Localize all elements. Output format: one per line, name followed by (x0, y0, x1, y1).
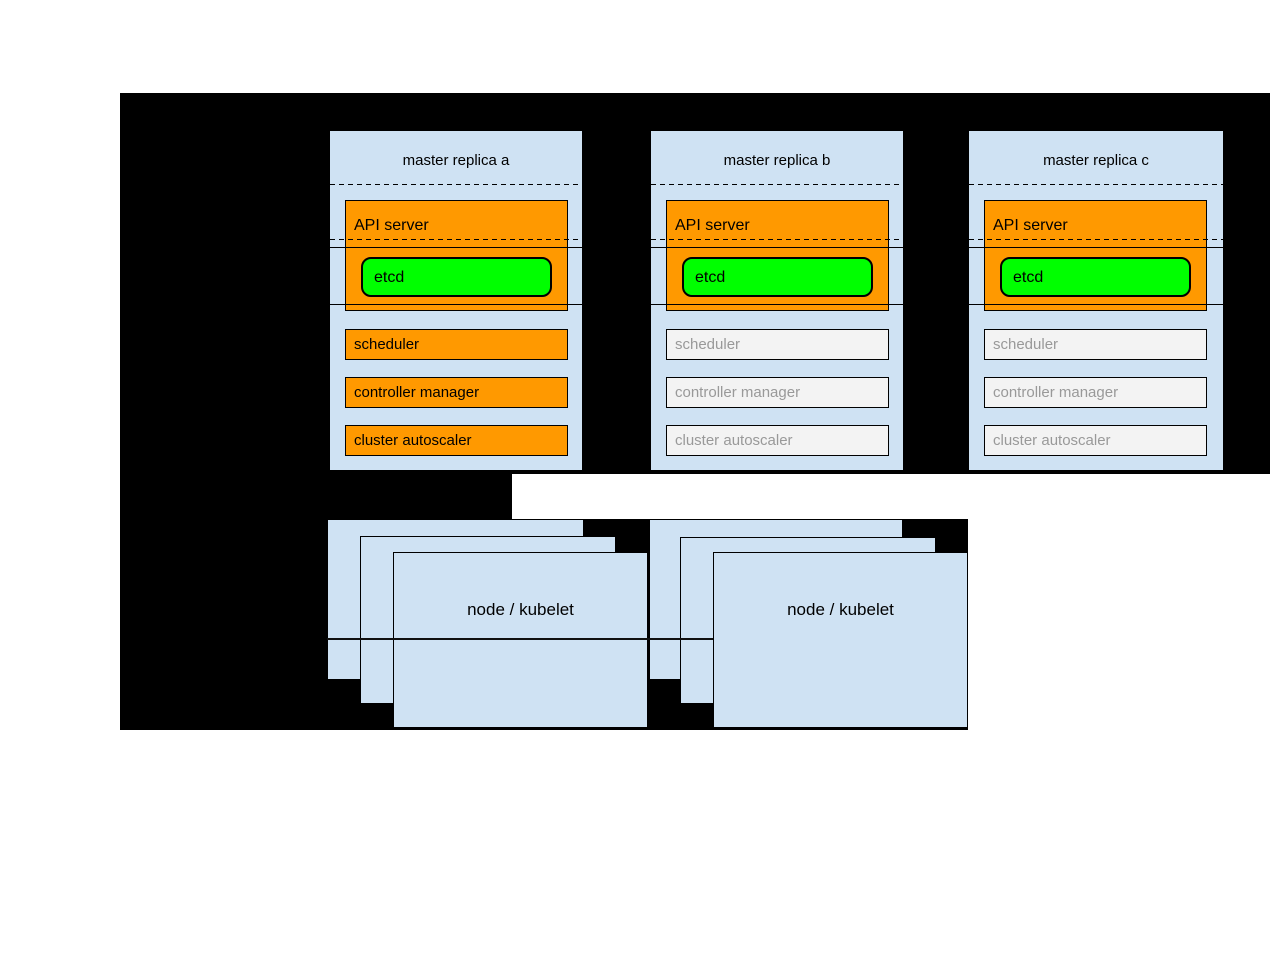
node-stack2-front-box: node / kubelet (713, 552, 968, 728)
master-replica-b-box: master replica b API server etcd schedul… (650, 130, 904, 471)
backdrop-step (120, 474, 512, 519)
scheduler-box: scheduler (666, 329, 889, 360)
divider-dashed-top (330, 184, 582, 185)
etcd-label: etcd (1013, 269, 1044, 286)
master-replica-c-box: master replica c API server etcd schedul… (968, 130, 1224, 471)
divider-dashed-top (651, 184, 903, 185)
api-server-label: API server (354, 217, 429, 234)
scheduler-box: scheduler (345, 329, 568, 360)
master-replica-a-title: master replica a (402, 152, 510, 169)
divider-dashed-middle (651, 239, 903, 240)
api-server-label: API server (675, 217, 750, 234)
divider-solid-upper (969, 247, 1223, 248)
node-stack1-front-box: node / kubelet (393, 552, 648, 728)
controller-manager-box: controller manager (345, 377, 568, 408)
controller-manager-box: controller manager (984, 377, 1207, 408)
node-kubelet-label: node / kubelet (467, 600, 574, 619)
etcd-label: etcd (374, 269, 405, 286)
cluster-autoscaler-box: cluster autoscaler (345, 425, 568, 456)
controller-manager-box: controller manager (666, 377, 889, 408)
master-replica-a-box: master replica a API server etcd schedul… (329, 130, 583, 471)
divider-solid-upper (330, 247, 582, 248)
etcd-box: etcd (361, 257, 552, 297)
cluster-autoscaler-box: cluster autoscaler (666, 425, 889, 456)
cluster-autoscaler-box: cluster autoscaler (984, 425, 1207, 456)
etcd-box: etcd (1000, 257, 1191, 297)
divider-dashed-top (969, 184, 1223, 185)
divider-solid-lower (330, 304, 582, 305)
divider-solid-upper (651, 247, 903, 248)
divider-dashed-middle (969, 239, 1223, 240)
etcd-label: etcd (695, 269, 726, 286)
api-server-label: API server (993, 217, 1068, 234)
node-row-divider-line (327, 638, 713, 640)
scheduler-box: scheduler (984, 329, 1207, 360)
divider-solid-lower (651, 304, 903, 305)
master-replica-c-title: master replica c (1043, 152, 1149, 169)
etcd-box: etcd (682, 257, 873, 297)
master-replica-b-title: master replica b (723, 152, 831, 169)
divider-solid-lower (969, 304, 1223, 305)
node-kubelet-label: node / kubelet (787, 600, 894, 619)
divider-dashed-middle (330, 239, 582, 240)
